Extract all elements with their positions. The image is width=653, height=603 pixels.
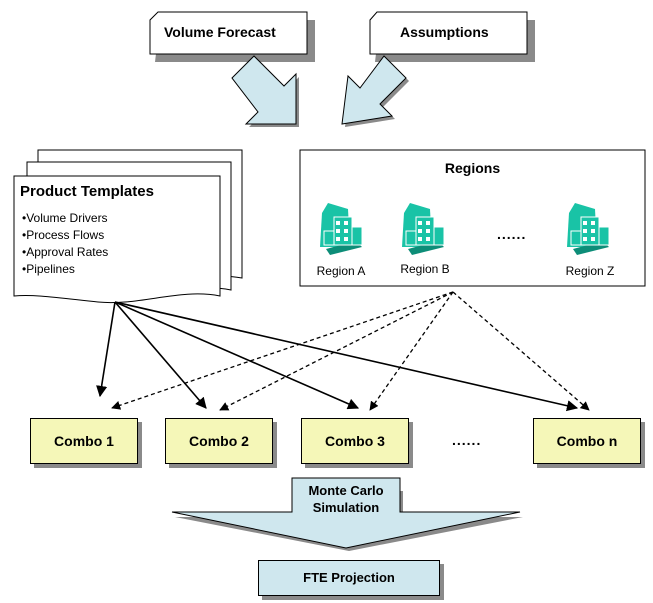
funnel-arrow	[171, 477, 523, 551]
block-arrow-left	[231, 55, 299, 127]
region-label-a: Region A	[316, 264, 366, 278]
list-item: •Pipelines	[22, 262, 75, 276]
combo-box-2: Combo 2	[165, 418, 273, 464]
list-item: •Approval Rates	[22, 245, 109, 259]
region-connectors	[111, 291, 590, 411]
assumptions-shape	[369, 11, 535, 62]
combos-ellipsis: ......	[452, 432, 482, 448]
region-label-z: Region Z	[565, 264, 615, 278]
region-label-b: Region B	[400, 262, 450, 276]
list-item: •Volume Drivers	[22, 211, 108, 225]
building-icon	[402, 203, 445, 255]
fte-projection-box: FTE Projection	[258, 560, 440, 596]
template-connectors	[96, 301, 579, 412]
volume-forecast-label: Volume Forecast	[164, 24, 276, 40]
combo-box-1: Combo 1	[30, 418, 138, 464]
product-templates-title: Product Templates	[20, 183, 154, 200]
combo-box-n: Combo n	[533, 418, 641, 464]
regions-ellipsis: ......	[497, 226, 527, 242]
assumptions-label: Assumptions	[400, 24, 489, 40]
product-templates-stack	[13, 149, 243, 304]
building-icon	[567, 203, 610, 255]
monte-carlo-line1: Monte Carlo	[308, 483, 384, 498]
monte-carlo-label: Monte Carlo Simulation	[292, 482, 400, 516]
block-arrow-right	[341, 55, 409, 127]
product-templates-list: •Volume Drivers •Process Flows •Approval…	[22, 210, 108, 278]
volume-forecast-shape	[149, 11, 315, 62]
building-icon	[320, 203, 363, 255]
regions-title: Regions	[444, 160, 501, 176]
list-item: •Process Flows	[22, 228, 105, 242]
combo-box-3: Combo 3	[301, 418, 409, 464]
monte-carlo-line2: Simulation	[312, 500, 380, 515]
